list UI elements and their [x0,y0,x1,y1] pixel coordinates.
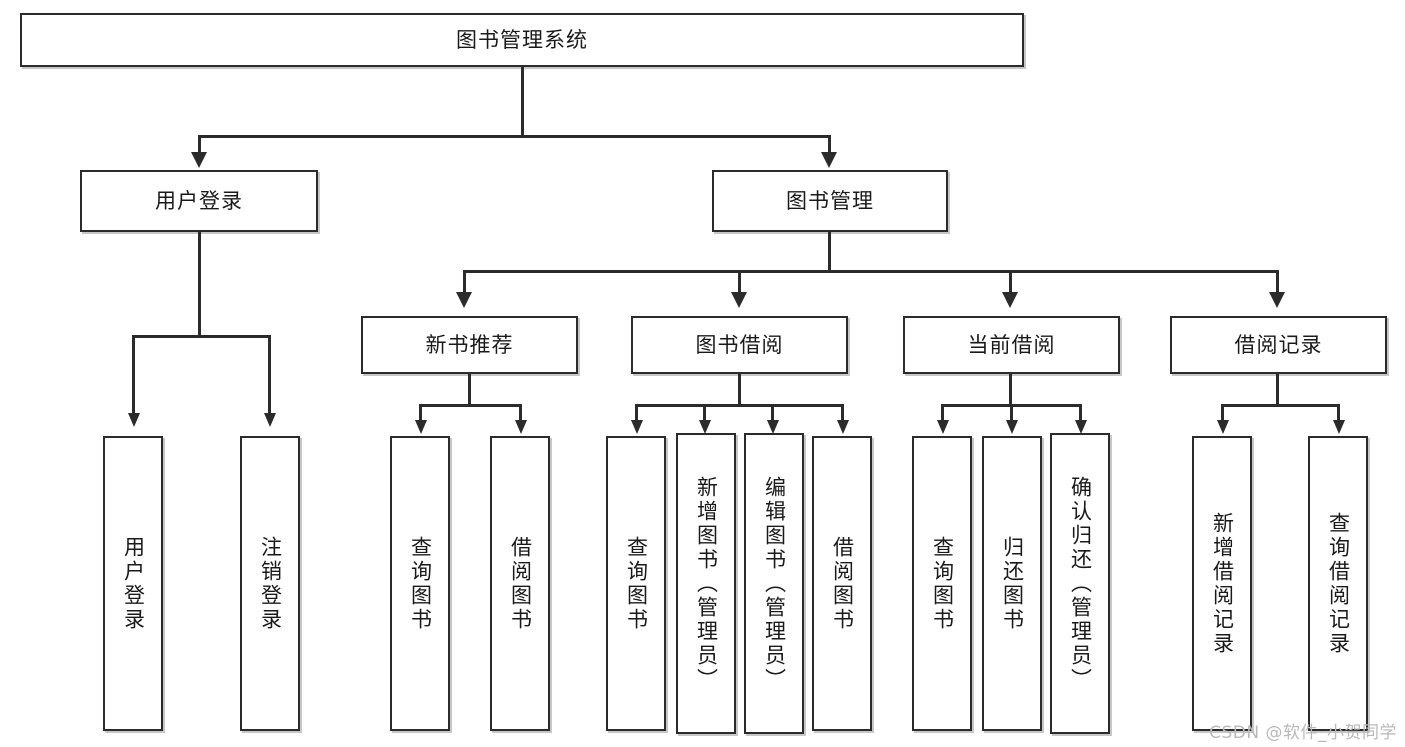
connector-bm-to-borrow-record [1276,270,1279,295]
connector-cb-leaf2 [1010,404,1013,422]
leaf-label: 注销登录 [258,535,283,632]
leaf-bb-edit-book-admin[interactable]: 编辑图书（管理员） [744,433,804,734]
connector-user-login-stem [198,232,201,337]
node-label: 图书管理系统 [456,27,588,52]
leaf-label: 确认归还（管理员） [1068,475,1093,692]
connector-user-login-leaf1 [132,335,135,415]
leaf-user-login-logout[interactable]: 注销登录 [240,436,300,731]
connector-book-management-bus [463,270,1277,273]
leaf-label: 借阅图书 [830,535,855,632]
node-label: 图书管理 [786,188,874,213]
leaf-bb-query-book[interactable]: 查询图书 [606,436,666,731]
arrowhead-bb-leaf4 [837,420,849,434]
connector-user-login-leaf2 [268,335,271,415]
connector-root-stem [521,67,524,137]
leaf-cb-confirm-return-admin[interactable]: 确认归还（管理员） [1050,433,1110,734]
node-new-book-recommend[interactable]: 新书推荐 [361,316,578,374]
arrowhead-bb-leaf1 [631,420,643,434]
leaf-nbr-borrow-book[interactable]: 借阅图书 [490,436,550,731]
connector-user-login-bus [132,335,270,338]
node-borrow-record[interactable]: 借阅记录 [1170,316,1387,374]
leaf-label: 借阅图书 [508,535,533,632]
leaf-br-add-record[interactable]: 新增借阅记录 [1192,436,1252,731]
arrowhead-cb-leaf3 [1075,420,1087,434]
arrowhead-user-login-leaf1 [128,413,140,427]
connector-nbr-stem [468,374,471,406]
connector-br-leaf2 [1337,404,1340,422]
arrowhead-to-new-book-recommend [456,292,472,308]
leaf-label: 查询图书 [624,535,649,632]
arrowhead-to-borrow-record [1269,292,1285,308]
connector-bb-leaf2 [703,404,706,422]
leaf-bb-borrow-book[interactable]: 借阅图书 [812,436,872,731]
node-label: 图书借阅 [695,332,784,357]
connector-bb-leaf4 [841,404,844,422]
connector-bm-to-current-borrow [1009,270,1012,295]
arrowhead-nbr-leaf2 [515,420,527,434]
connector-bb-leaf1 [635,404,638,422]
leaf-cb-query-book[interactable]: 查询图书 [912,436,972,731]
node-book-borrow[interactable]: 图书借阅 [631,316,848,374]
leaf-label: 编辑图书（管理员） [762,475,787,692]
leaf-label: 新增借阅记录 [1210,511,1235,656]
leaf-user-login-login[interactable]: 用户登录 [103,436,163,731]
connector-bb-bus [635,404,844,407]
arrowhead-bb-leaf3 [767,420,779,434]
node-label: 新书推荐 [425,332,514,357]
arrowhead-user-login-leaf2 [264,413,276,427]
connector-root-to-book-management [828,135,831,154]
leaf-br-query-record[interactable]: 查询借阅记录 [1308,436,1368,731]
leaf-label: 查询图书 [930,535,955,632]
arrowhead-to-current-borrow [1002,292,1018,308]
connector-cb-leaf3 [1079,404,1082,422]
leaf-nbr-query-book[interactable]: 查询图书 [390,436,450,731]
node-root-book-management-system[interactable]: 图书管理系统 [20,13,1024,67]
arrowhead-nbr-leaf1 [415,420,427,434]
leaf-label: 查询借阅记录 [1326,511,1351,656]
leaf-label: 查询图书 [408,535,433,632]
connector-root-bus [198,135,831,138]
node-label: 当前借阅 [967,332,1056,357]
connector-nbr-leaf1 [419,404,422,422]
connector-br-bus [1221,404,1340,407]
arrowhead-bb-leaf2 [699,420,711,434]
connector-book-management-stem [828,232,831,272]
arrowhead-cb-leaf2 [1006,420,1018,434]
arrowhead-br-leaf1 [1217,420,1229,434]
node-user-login[interactable]: 用户登录 [80,170,318,232]
connector-br-stem [1276,374,1279,406]
connector-root-to-user-login [198,135,201,154]
connector-nbr-bus [419,404,522,407]
connector-cb-leaf1 [941,404,944,422]
arrowhead-cb-leaf1 [937,420,949,434]
node-current-borrow[interactable]: 当前借阅 [903,316,1120,374]
leaf-cb-return-book[interactable]: 归还图书 [982,436,1042,731]
connector-nbr-leaf2 [519,404,522,422]
connector-bm-to-book-borrow [738,270,741,295]
connector-br-leaf1 [1221,404,1224,422]
leaf-label: 用户登录 [121,535,146,632]
node-book-management[interactable]: 图书管理 [712,170,948,232]
node-label: 用户登录 [155,188,243,213]
leaf-label: 归还图书 [1000,535,1025,632]
connector-bb-leaf3 [771,404,774,422]
arrowhead-br-leaf2 [1333,420,1345,434]
connector-cb-stem [1009,374,1012,406]
arrowhead-to-user-login [191,152,207,168]
connector-bb-stem [738,374,741,406]
arrowhead-to-book-borrow [731,292,747,308]
leaf-label: 新增图书（管理员） [694,475,719,692]
node-label: 借阅记录 [1234,332,1323,357]
arrowhead-to-book-management [821,152,837,168]
leaf-bb-add-book-admin[interactable]: 新增图书（管理员） [676,433,736,734]
connector-bm-to-new-book [463,270,466,295]
